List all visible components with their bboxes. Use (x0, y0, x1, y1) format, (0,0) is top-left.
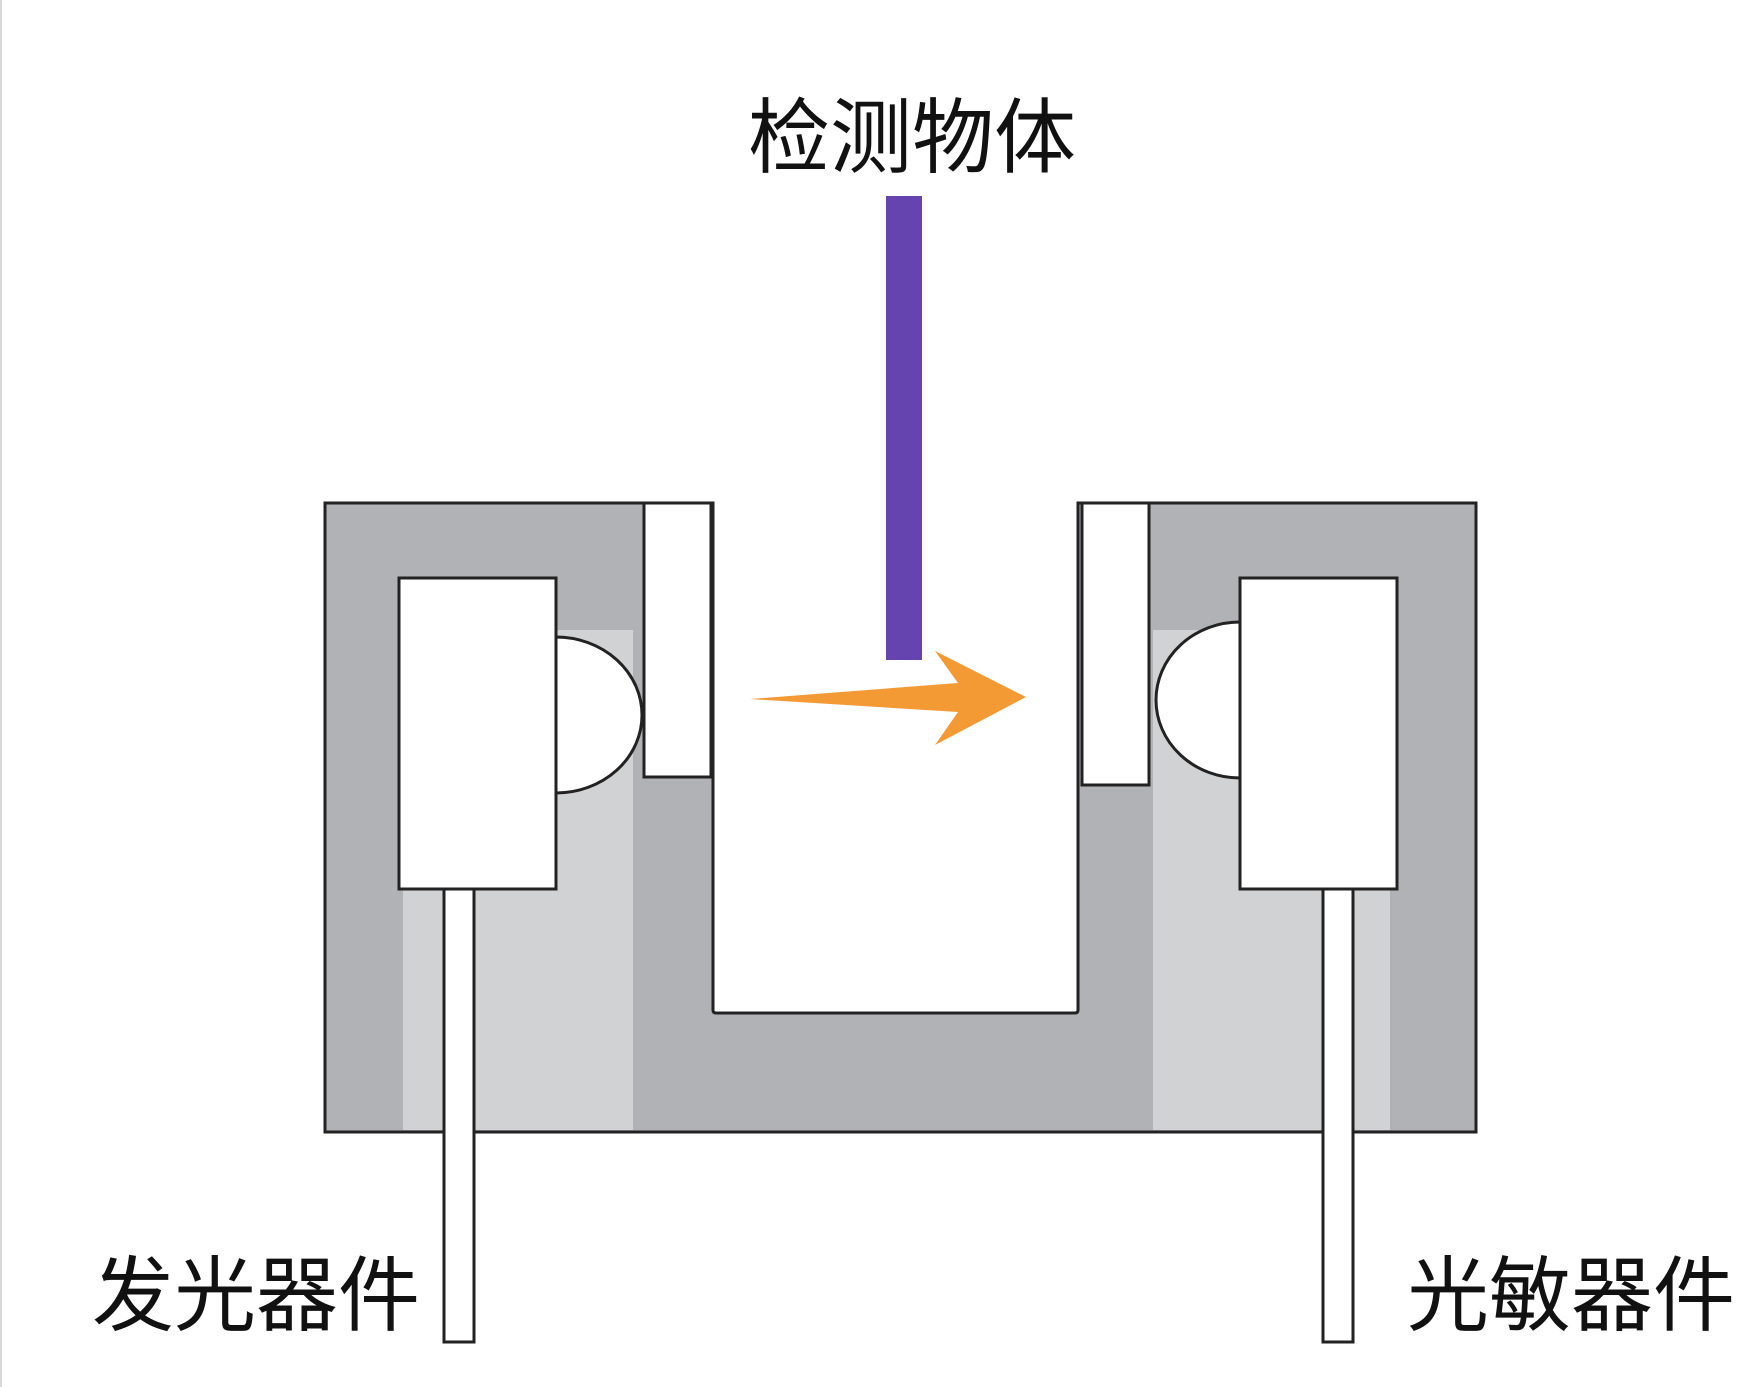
receiver-body (1238, 576, 1399, 891)
receiver-lead (1321, 887, 1355, 1344)
receiver-label: 光敏器件 (1407, 1249, 1736, 1344)
detected-object-label: 检测物体 (748, 91, 1077, 186)
emitter-label: 发光器件 (92, 1249, 421, 1344)
arrow-right-icon (750, 651, 1026, 745)
receiver-window (1080, 501, 1151, 787)
image-border (0, 0, 2, 1387)
receiver-lens (1154, 620, 1242, 780)
emitter-lead (442, 887, 476, 1344)
emitter-window (642, 501, 713, 779)
emitter-lens (554, 635, 644, 795)
emitter-body (397, 576, 558, 891)
detected-object-bar (886, 196, 922, 660)
